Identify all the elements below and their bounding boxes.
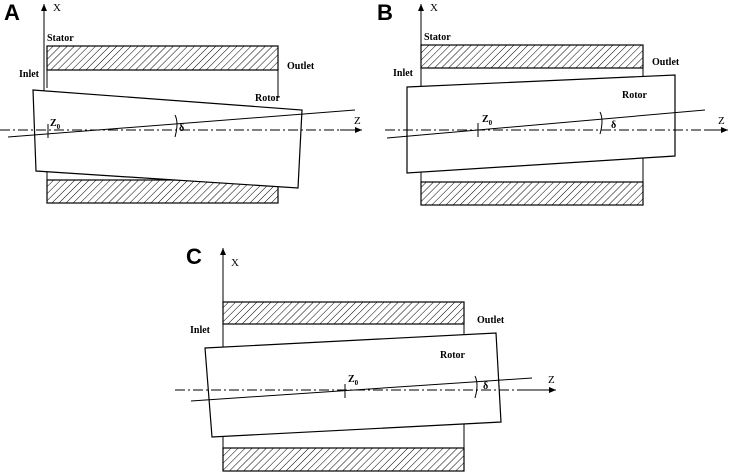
delta-label: δ [483, 381, 488, 392]
delta-arc [599, 111, 603, 135]
x-axis-label: X [53, 2, 61, 14]
stator-top [222, 301, 465, 325]
rotor-label: Rotor [440, 350, 466, 361]
z0-label: Z0 [50, 118, 61, 131]
stator-label: Stator [47, 33, 74, 44]
stator-bottom [46, 179, 279, 204]
x-axis-label: X [231, 257, 239, 269]
inlet-label: Inlet [19, 69, 40, 80]
delta-label: δ [179, 123, 184, 134]
x-axis-label: X [430, 2, 438, 14]
rotor-label: Rotor [622, 90, 648, 101]
outlet-label: Outlet [477, 315, 505, 326]
rotor [204, 332, 502, 438]
panel-letter: A [4, 0, 20, 25]
stator-bottom [420, 181, 644, 206]
z-axis-label: Z [548, 374, 555, 386]
panel-letter: C [186, 244, 202, 269]
panel-c: C X Z Z0 δ Inlet Outlet Rotor [175, 244, 556, 472]
outlet-label: Outlet [652, 57, 680, 68]
stator-top [46, 45, 279, 71]
rotor-axis [190, 377, 533, 402]
z-axis-label: Z [354, 115, 361, 127]
rotor-label: Rotor [255, 93, 281, 104]
inlet-label: Inlet [393, 68, 414, 79]
delta-label: δ [611, 120, 616, 131]
panel-letter: B [377, 0, 393, 25]
inlet-label: Inlet [190, 325, 211, 336]
rotor-axis [386, 109, 706, 139]
rotor-axis [7, 109, 356, 138]
stator-label: Stator [424, 32, 451, 43]
stator-bottom [222, 447, 465, 472]
stator-top [420, 44, 644, 69]
outlet-label: Outlet [287, 61, 315, 72]
panel-a: A X Z Z0 δ Stator Inlet Outlet Rotor [0, 0, 362, 204]
z0-label: Z0 [348, 374, 359, 387]
z-axis-label: Z [718, 115, 725, 127]
panel-b: B X Z Z0 δ Stator Inlet Outlet Rotor [377, 0, 728, 206]
delta-arc [174, 114, 178, 138]
z0-label: Z0 [482, 114, 493, 127]
rotor [32, 89, 303, 189]
delta-arc [474, 375, 478, 399]
